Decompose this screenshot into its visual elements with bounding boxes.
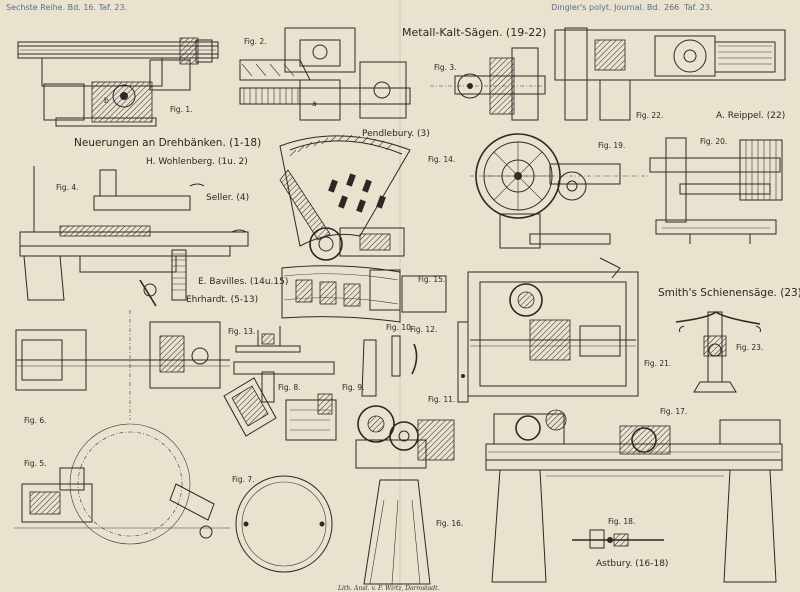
figure-17-drawing bbox=[485, 409, 783, 583]
figure-5-label: Fig. 5. bbox=[24, 459, 47, 468]
name-astbury: Astbury. (16-18) bbox=[596, 559, 668, 569]
figure-15-label: Fig. 15. bbox=[418, 275, 445, 284]
figure-8-drawing bbox=[223, 361, 335, 437]
name-reippel: A. Reippel. (22) bbox=[716, 111, 785, 121]
figure-13-drawing bbox=[235, 326, 301, 353]
figure-15-drawing bbox=[281, 265, 447, 323]
figure-19-label: Fig. 19. bbox=[598, 141, 625, 150]
figure-23-label: Fig. 23. bbox=[736, 343, 763, 352]
figure-7-label: Fig. 7. bbox=[232, 475, 255, 484]
figure-2-label: Fig. 2. bbox=[244, 37, 267, 46]
figure-16-label: Fig. 16. bbox=[436, 519, 463, 528]
figure-22-drawing bbox=[554, 27, 786, 121]
figure-13-label: Fig. 13. bbox=[228, 327, 255, 336]
figure-17-label: Fig. 17. bbox=[660, 407, 687, 416]
figure-2-drawing: a bbox=[239, 27, 411, 121]
figure-3-label: Fig. 3. bbox=[434, 63, 457, 72]
letter-a: a bbox=[312, 99, 317, 108]
figure-19-drawing bbox=[470, 133, 650, 249]
title-metall-kalt-saegen: Metall-Kalt-Sägen. (19-22) bbox=[402, 26, 546, 39]
title-drehbaenke: Neuerungen an Drehbänken. (1-18) bbox=[74, 137, 261, 149]
figure-12-label: Fig. 12. bbox=[410, 325, 437, 334]
figure-14-label: Fig. 14. bbox=[428, 155, 455, 164]
figure-9-drawing bbox=[285, 393, 337, 441]
figure-6-label: Fig. 6. bbox=[24, 416, 47, 425]
title-smith-schienensaege: Smith's Schienensäge. (23) bbox=[658, 287, 800, 299]
figure-20-drawing bbox=[649, 137, 783, 244]
name-seller: Seller. (4) bbox=[206, 193, 249, 203]
header-journal: Dingler's polyt. Journal. Bd. bbox=[551, 3, 660, 12]
header-volume: 266 bbox=[664, 3, 679, 12]
figure-21-drawing bbox=[467, 257, 639, 397]
figure-4-drawing bbox=[19, 166, 249, 307]
figure-14-drawing bbox=[279, 134, 411, 261]
figure-1-drawing: b bbox=[17, 37, 219, 127]
letter-b: b bbox=[104, 96, 109, 105]
figure-8-label: Fig. 8. bbox=[278, 383, 301, 392]
figure-20-label: Fig. 20. bbox=[700, 137, 727, 146]
figure-1-label: Fig. 1. bbox=[170, 105, 193, 114]
figure-16-drawing bbox=[355, 405, 455, 585]
lithographer-imprint: Lith. Anst. v. F. Wirtz, Darmstadt. bbox=[337, 585, 440, 592]
figure-18-label: Fig. 18. bbox=[608, 517, 635, 526]
name-bavilles: E. Bavilles. (14u.15) bbox=[198, 277, 288, 287]
name-ehrhardt: Ehrhardt. (5-13) bbox=[186, 295, 258, 305]
name-pendlebury: Pendlebury. (3) bbox=[362, 129, 430, 139]
figure-9-label: Fig. 9. bbox=[342, 383, 365, 392]
figure-5-drawing bbox=[14, 423, 230, 545]
header-series: Sechste Reihe. Bd. 16. Taf. 23. bbox=[6, 3, 127, 12]
figure-21-label: Fig. 21. bbox=[644, 359, 671, 368]
figure-22-label: Fig. 22. bbox=[636, 111, 663, 120]
figure-18-drawing bbox=[572, 529, 664, 549]
figure-10-label: Fig. 10. bbox=[386, 323, 413, 332]
figure-6-drawing bbox=[15, 310, 230, 420]
figure-4-label: Fig. 4. bbox=[56, 183, 79, 192]
figure-10-12-drawing bbox=[361, 321, 469, 403]
figure-11-label: Fig. 11. bbox=[428, 395, 455, 404]
figure-7-drawing bbox=[235, 475, 333, 573]
figure-23-drawing bbox=[675, 311, 761, 393]
name-wohlenberg: H. Wohlenberg. (1u. 2) bbox=[146, 157, 248, 167]
figure-3-drawing bbox=[430, 47, 546, 121]
header-plate: Taf. 23. bbox=[683, 3, 713, 12]
